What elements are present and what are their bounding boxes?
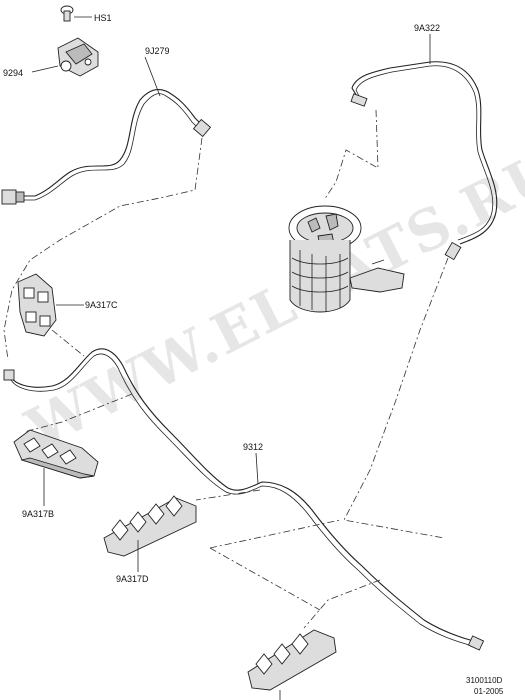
- fuel-pump-module-part: [288, 205, 405, 313]
- drawing-date: 01-2005: [474, 687, 504, 696]
- hose-9j279-part: [1, 56, 212, 205]
- clip-9a317c-part: [17, 273, 84, 337]
- reference-lines: [3, 109, 449, 629]
- label-9294: 9294: [3, 68, 23, 78]
- drawing-code: 3100110D: [466, 676, 503, 685]
- clip-9a317d-part: [103, 495, 197, 572]
- label-9312: 9312: [243, 442, 263, 452]
- clip-9294-part: [31, 5, 99, 77]
- label-9a317b: 9A317B: [22, 509, 54, 519]
- line-9312-part: [3, 348, 485, 651]
- label-9a317c: 9A317C: [85, 300, 118, 310]
- line-9a322-part: [350, 34, 498, 261]
- label-9a317d: 9A317D: [116, 574, 149, 584]
- clip-9a317b-part: [13, 429, 99, 506]
- label-9a322: 9A322: [414, 23, 440, 33]
- label-hs1: HS1: [94, 13, 112, 23]
- label-9j279: 9J279: [145, 46, 170, 56]
- clip-bottom-part: [247, 629, 337, 700]
